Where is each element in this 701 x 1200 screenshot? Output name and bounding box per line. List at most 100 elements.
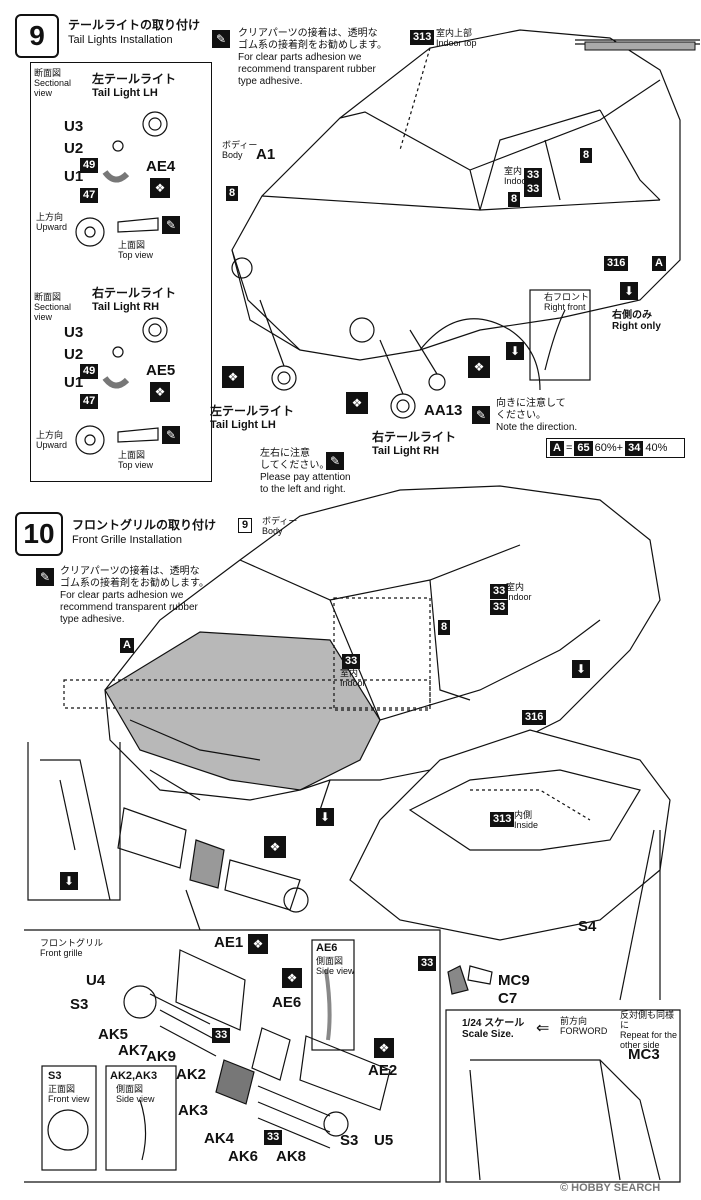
- tag-33-indoor-b: 33: [490, 600, 509, 615]
- tag-33-grille-b: 33: [264, 1130, 283, 1145]
- part-ak5: AK5: [98, 1026, 129, 1043]
- part-u1-rh: U1: [64, 374, 84, 391]
- tag-49-rh: 49: [80, 364, 99, 379]
- part-u5: U5: [374, 1132, 394, 1149]
- step-9-title-jp: テールライトの取り付け: [68, 18, 201, 32]
- forward-arrow: ⇐: [536, 1020, 550, 1037]
- glue-icon: ✎: [162, 216, 180, 234]
- step-10-title-en: Front Grille Installation: [72, 534, 183, 546]
- tag-33-b: 33: [524, 182, 543, 197]
- tail-light-inset-box: [30, 62, 212, 482]
- glue-icon: ✎: [326, 452, 344, 470]
- ae6-side-label: AE6: [316, 942, 338, 954]
- step-9-title-en: Tail Lights Installation: [68, 34, 173, 46]
- tag-49-lh: 49: [80, 158, 99, 173]
- s3-front-title: S3: [48, 1070, 62, 1082]
- ak23-title: AK2,AK3: [110, 1070, 158, 1082]
- tag-33-mirror: 33: [418, 956, 437, 971]
- part-ae5: AE5: [146, 362, 176, 379]
- tag-33-indoor-a: 33: [490, 584, 509, 599]
- part-ae2: AE2: [368, 1062, 398, 1079]
- tag-313: 313: [410, 30, 435, 45]
- paint-icon: ⬇: [60, 872, 78, 890]
- tag-33-a: 33: [524, 168, 543, 183]
- tag-8-mid: 8: [508, 192, 521, 207]
- tag-9-body: 9: [238, 518, 253, 533]
- tag-33-indoor-c: 33: [342, 654, 361, 669]
- part-ak2: AK2: [176, 1066, 207, 1083]
- clear-part-icon: ❖: [150, 178, 170, 198]
- clear-part-icon: ❖: [346, 392, 368, 414]
- clear-part-icon: ❖: [248, 934, 268, 954]
- part-ak4: AK4: [204, 1130, 235, 1147]
- part-ae1: AE1: [214, 934, 244, 951]
- part-mc9: MC9: [498, 972, 530, 989]
- part-ae4: AE4: [146, 158, 176, 175]
- part-a1: A1: [256, 146, 276, 163]
- tag-8-step10: 8: [438, 620, 451, 635]
- part-u2-lh: U2: [64, 140, 84, 157]
- paint-icon: ⬇: [506, 342, 524, 360]
- part-mc3: MC3: [628, 1046, 660, 1063]
- glue-icon: ✎: [472, 406, 490, 424]
- direction-note: 向きに注意してください。Note the direction.: [496, 398, 578, 433]
- part-ak3: AK3: [178, 1102, 209, 1119]
- color-mix-box: A= 65 60%+ 34 40%: [546, 438, 685, 458]
- clear-part-icon: ❖: [374, 1038, 394, 1058]
- paint-icon: ⬇: [572, 660, 590, 678]
- part-u3-rh: U3: [64, 324, 84, 341]
- clear-part-icon: ❖: [468, 356, 490, 378]
- part-ak6: AK6: [228, 1148, 259, 1165]
- part-c7: C7: [498, 990, 518, 1007]
- clear-part-icon: ❖: [264, 836, 286, 858]
- tag-316-step10: 316: [522, 710, 547, 725]
- tag-47-lh: 47: [80, 188, 99, 203]
- part-s4: S4: [578, 918, 597, 935]
- part-u3-lh: U3: [64, 118, 84, 135]
- part-aa13: AA13: [424, 402, 463, 419]
- clear-part-icon: ❖: [282, 968, 302, 988]
- glue-icon: ✎: [36, 568, 54, 586]
- adhesive-note: クリアパーツの接着は、透明な ゴム系の接着剤をお勧めします。 For clear…: [238, 28, 387, 87]
- tag-8-right: 8: [580, 148, 593, 163]
- tag-a-step10: A: [120, 638, 134, 653]
- part-u2-rh: U2: [64, 346, 84, 363]
- tag-8: 8: [226, 186, 239, 201]
- watermark: © HOBBY SEARCH: [560, 1182, 661, 1194]
- part-ak8: AK8: [276, 1148, 307, 1165]
- part-u1-lh: U1: [64, 168, 84, 185]
- paint-icon: ⬇: [316, 808, 334, 826]
- tag-33-grille-a: 33: [212, 1028, 231, 1043]
- step-9-number: 9: [15, 14, 59, 58]
- part-ae6: AE6: [272, 994, 302, 1011]
- step-10-title-jp: フロントグリルの取り付け: [72, 518, 217, 532]
- clear-part-icon: ❖: [150, 382, 170, 402]
- tag-313-step10: 313: [490, 812, 515, 827]
- part-u4: U4: [86, 972, 106, 989]
